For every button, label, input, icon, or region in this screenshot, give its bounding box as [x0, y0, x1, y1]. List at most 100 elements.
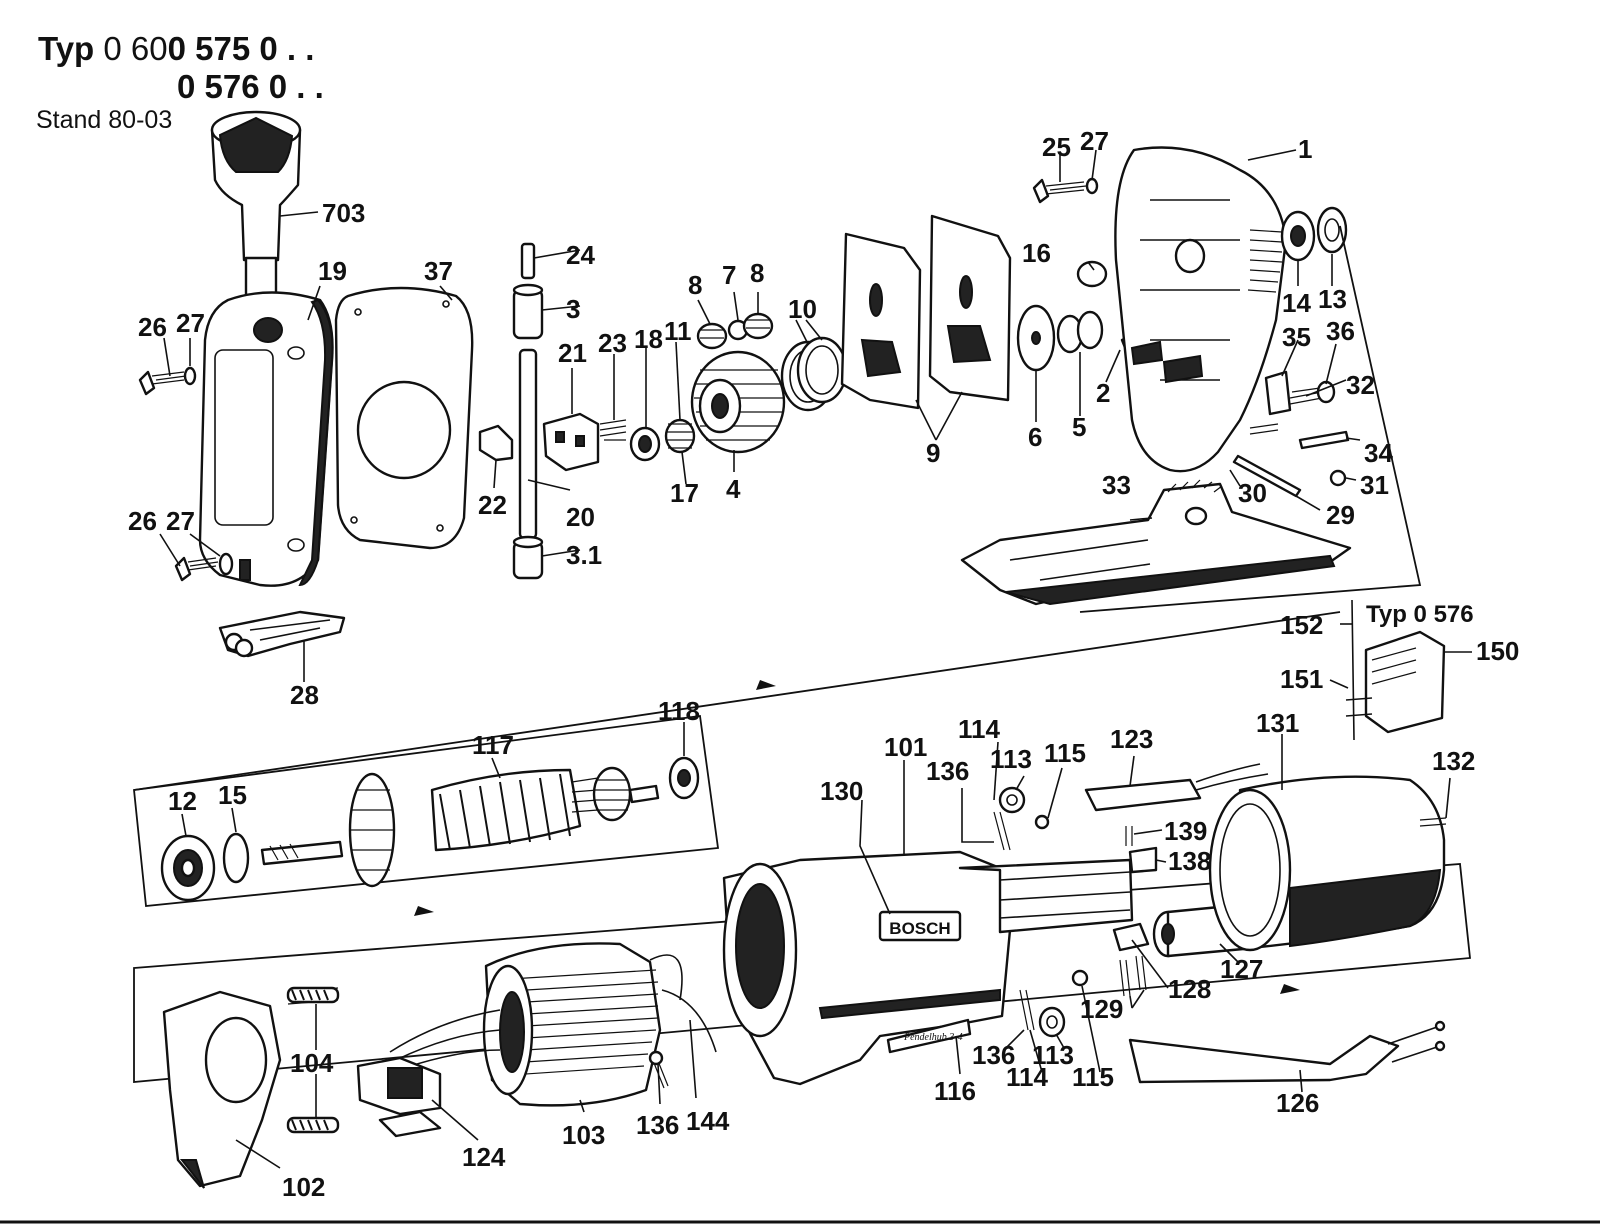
label-115-bottom: 115: [1072, 1062, 1114, 1092]
plates-9-drawing: [840, 214, 1012, 410]
type-a-number: 0 575: [167, 30, 251, 67]
label-22: 22: [478, 490, 507, 520]
label-113-bottom: 113: [1032, 1040, 1074, 1070]
part-number-labels: 703 19 37 26 27 26 27 28 24 3 21 23 18 1…: [128, 126, 1519, 1202]
knob-703-drawing: [210, 110, 302, 300]
rings-5-drawing: [1056, 310, 1104, 354]
label-21: 21: [558, 338, 587, 368]
switch-124-drawing: [356, 1056, 442, 1138]
fan-cover-102-drawing: [162, 990, 282, 1189]
type-b-suffix: 0 . .: [268, 68, 324, 105]
label-35: 35: [1282, 322, 1311, 352]
screw-139-drawing: [1125, 826, 1133, 846]
rings-10-drawing: [780, 336, 848, 412]
label-136-bottom: 136: [636, 1110, 679, 1140]
label-102: 102: [282, 1172, 325, 1202]
label-130: 130: [820, 776, 863, 806]
switch-150-drawing: [1345, 599, 1446, 741]
screw-132-drawing: [1419, 817, 1447, 827]
screw-26-bottom-drawing: [174, 552, 234, 582]
label-118: 118: [658, 696, 700, 726]
screw-23-drawing: [599, 419, 627, 441]
label-14: 14: [1282, 288, 1311, 318]
label-136-top: 136: [926, 756, 969, 786]
leader-lines: [159, 149, 1472, 1169]
circlip-15-drawing: [222, 832, 250, 884]
screw-36-drawing: [1289, 387, 1323, 405]
type-a-suffix: 0 . .: [259, 30, 315, 67]
label-34: 34: [1364, 438, 1393, 468]
label-12: 12: [168, 786, 197, 816]
label-23: 23: [598, 328, 627, 358]
label-115-top: 115: [1044, 738, 1086, 768]
label-37: 37: [424, 256, 453, 286]
label-144: 144: [686, 1106, 730, 1136]
label-27-bottom: 27: [166, 506, 195, 536]
guide-21-drawing: [542, 412, 600, 472]
label-19: 19: [318, 256, 347, 286]
bracket-22-drawing: [478, 424, 514, 462]
label-131: 131: [1256, 708, 1299, 738]
label-136-mid: 136: [972, 1040, 1015, 1070]
stand-date: Stand 80-03: [36, 106, 173, 134]
label-5: 5: [1072, 412, 1086, 442]
label-27-housing: 27: [1080, 126, 1109, 156]
bushing-16-drawing: [1076, 260, 1108, 288]
label-26-bottom: 26: [128, 506, 157, 536]
label-151: 151: [1280, 664, 1323, 694]
screws-129-drawing: [1119, 955, 1147, 997]
plunger-assembly-drawing: [512, 242, 544, 580]
label-6: 6: [1028, 422, 1042, 452]
label-27-top: 27: [176, 308, 205, 338]
type-prefix: 0 60: [103, 30, 168, 67]
screw-32-drawing: [1249, 423, 1279, 435]
label-25: 25: [1042, 132, 1071, 162]
label-8-left: 8: [688, 270, 702, 300]
power-cord-126-drawing: [1128, 1020, 1446, 1084]
label-150: 150: [1476, 636, 1519, 666]
screw-26-top-drawing: [138, 366, 197, 396]
component-123-drawing: [1084, 778, 1202, 812]
label-13: 13: [1318, 284, 1347, 314]
brush-holder-138-drawing: [1128, 846, 1158, 874]
label-138: 138: [1168, 846, 1211, 876]
label-20: 20: [566, 502, 595, 532]
label-17: 17: [670, 478, 699, 508]
label-703: 703: [322, 198, 365, 228]
label-33: 33: [1102, 470, 1131, 500]
label-31: 31: [1360, 470, 1389, 500]
bearing-118-drawing: [668, 756, 700, 800]
washer-13-drawing: [1316, 206, 1348, 254]
screw-25-drawing: [1032, 177, 1099, 204]
divider-arrow-top: [133, 611, 1341, 791]
label-30: 30: [1238, 478, 1267, 508]
label-28: 28: [290, 680, 319, 710]
springs-104-drawing: [286, 986, 340, 1134]
type-b-number: 0 576: [177, 68, 260, 105]
label-129: 129: [1080, 994, 1123, 1024]
label-7: 7: [722, 260, 736, 290]
label-127: 127: [1220, 954, 1263, 984]
model-script-text: Pendelhub 3-4: [903, 1032, 963, 1043]
label-26-top: 26: [138, 312, 167, 342]
upper-frame-line: [1079, 225, 1422, 613]
label-128: 128: [1168, 974, 1211, 1004]
label-114-top: 114: [958, 714, 1000, 744]
label-10: 10: [788, 294, 817, 324]
label-32: 32: [1346, 370, 1375, 400]
label-4: 4: [726, 474, 741, 504]
pinion-8-7-8-drawing: [696, 312, 774, 350]
label-152: 152: [1280, 610, 1323, 640]
label-16: 16: [1022, 238, 1051, 268]
bosch-brand-text: BOSCH: [889, 919, 950, 938]
label-117: 117: [472, 730, 514, 760]
label-11: 11: [664, 316, 692, 346]
label-36: 36: [1326, 316, 1355, 346]
brush-springs-top-drawing: [993, 786, 1050, 851]
label-3: 3: [566, 294, 580, 324]
housing-131-drawing: [1208, 775, 1446, 952]
armature-frame: [133, 714, 720, 907]
pin-34-drawing: [1298, 430, 1350, 450]
gear-4-drawing: [690, 350, 786, 454]
